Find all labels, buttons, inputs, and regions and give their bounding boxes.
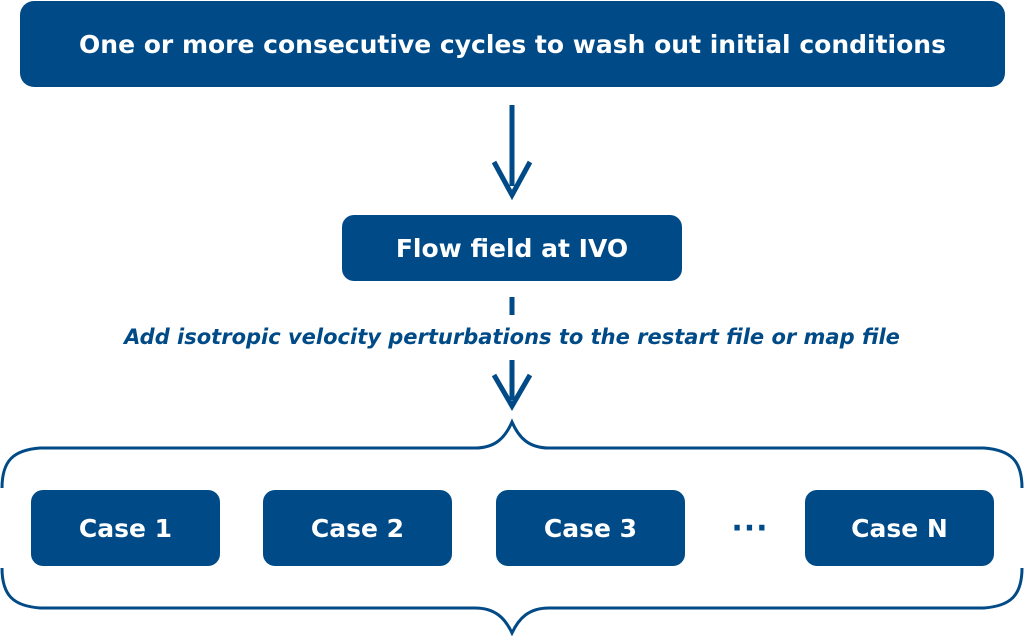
case-1-label: Case 1 (78, 513, 173, 543)
case-n-label: Case N (851, 513, 948, 543)
case-3-box: Case 3 (496, 490, 685, 566)
ellipsis: ··· (731, 510, 769, 546)
arrow-lower-head (491, 373, 533, 411)
case-2-label: Case 2 (310, 513, 405, 543)
case-1-box: Case 1 (31, 490, 220, 566)
arrow-top-to-middle-head (491, 160, 533, 201)
case-2-box: Case 2 (263, 490, 452, 566)
case-3-label: Case 3 (543, 513, 638, 543)
flow-field-ivo-box: Flow field at IVO (342, 215, 682, 281)
washout-cycles-label: One or more consecutive cycles to wash o… (79, 29, 946, 59)
washout-cycles-box: One or more consecutive cycles to wash o… (20, 1, 1005, 87)
flow-field-ivo-label: Flow field at IVO (395, 233, 629, 263)
top-brace (0, 418, 1024, 489)
perturbation-label: Add isotropic velocity perturbations to … (124, 325, 900, 349)
case-n-box: Case N (805, 490, 994, 566)
bottom-brace (0, 567, 1024, 636)
